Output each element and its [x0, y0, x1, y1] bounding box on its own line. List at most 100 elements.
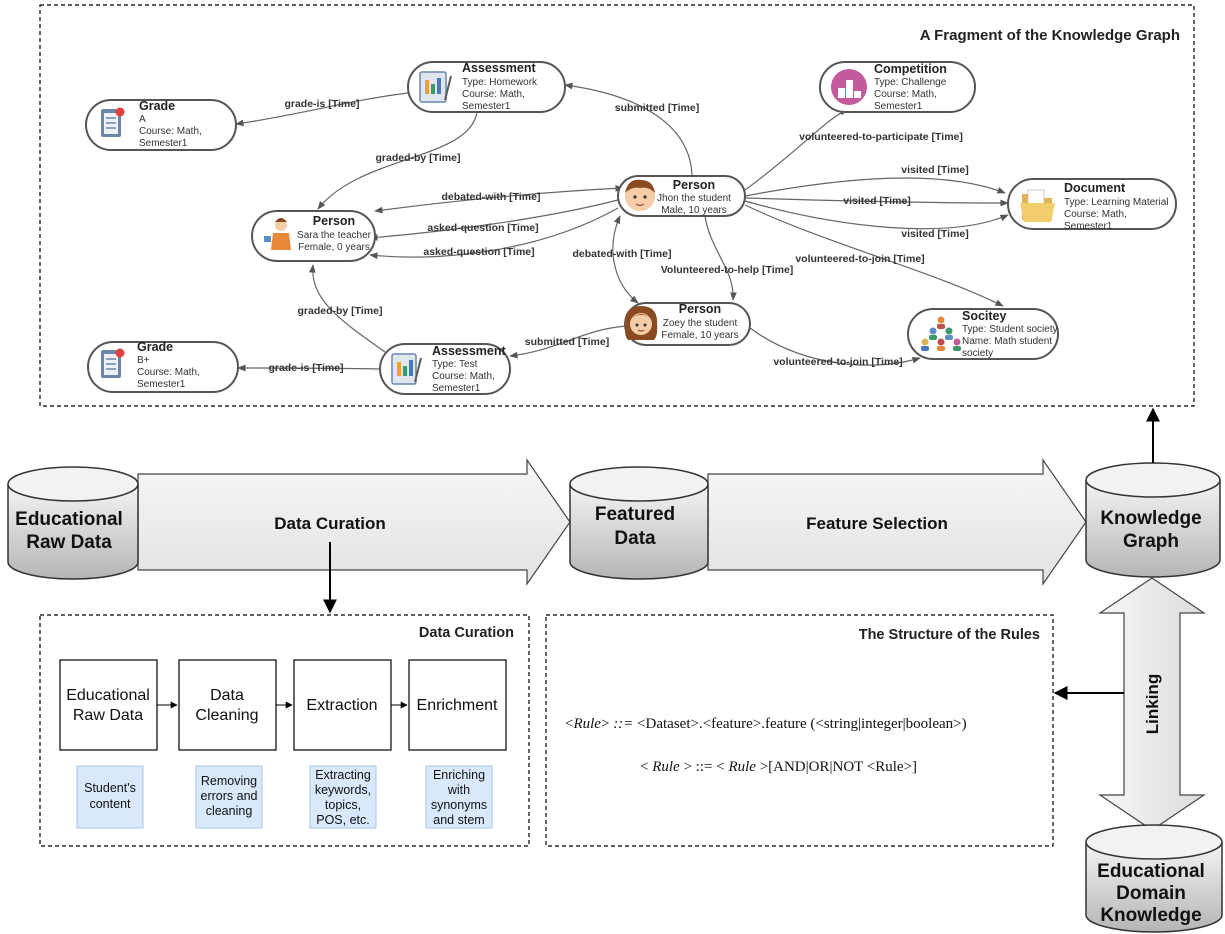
edge-label-asked-question-1: asked-question [Time] [427, 222, 538, 234]
note-text: errors and [201, 789, 258, 803]
edge-visited-2 [744, 197, 1009, 207]
note-student-content [76, 765, 144, 829]
note-text: keywords, [315, 783, 371, 797]
step-box-raw-data [59, 659, 158, 751]
edge-label-debated-with-2: debated-with [Time] [573, 248, 672, 260]
note-text: cleaning [206, 804, 253, 818]
data-curation-arrow: Data Curation [137, 458, 571, 586]
edge-label-submitted-2: submitted [Time] [525, 336, 609, 348]
cylinder-raw-data: Educational Raw Data [7, 466, 139, 580]
node-line: Zoey the student [663, 318, 738, 329]
node-title: Person [679, 302, 721, 316]
folder-icon [1020, 189, 1055, 222]
note-text: topics, [325, 798, 361, 812]
step-label: Enrichment [417, 697, 498, 714]
edge-label-graded-by-1: graded-by [Time] [376, 152, 461, 164]
grade-icon [101, 107, 125, 137]
knowledge-graph-panel: A Fragment of the Knowledge Graph [39, 4, 1195, 407]
node-line: Jhon the student [657, 193, 731, 204]
note-text: content [89, 797, 131, 811]
edge-label-asked-question-2: asked-question [Time] [423, 246, 534, 258]
node-person-jhon: Person Jhon the student Male, 10 years [617, 175, 746, 217]
rule-definition-2: < Rule > ::= < Rule >[AND|OR|NOT <Rule>] [640, 759, 917, 775]
knowledge-graph-frame [39, 4, 1195, 407]
edge-label-visited-3: visited [Time] [901, 228, 969, 240]
cylinder-label: Data [614, 528, 656, 549]
cylinder-label: Educational [1097, 861, 1205, 882]
linking-arrow: Linking [1098, 577, 1206, 831]
edge-volunteered-help [704, 215, 737, 301]
step-box-enrichment [408, 659, 507, 751]
node-society: Socitey Type: Student society Name: Math… [907, 308, 1059, 360]
node-title: Competition [874, 62, 947, 76]
node-line: Semester1 [1064, 221, 1113, 232]
teacher-avatar-icon [264, 218, 291, 250]
edge-submitted-2 [509, 325, 627, 359]
girl-avatar-icon [624, 306, 658, 340]
node-line: society [962, 348, 993, 359]
grade-icon [101, 348, 125, 378]
feature-selection-arrow: Feature Selection [707, 458, 1087, 586]
node-line: Semester1 [874, 101, 923, 112]
note-extracting [309, 765, 377, 829]
assessment-icon [419, 71, 452, 103]
node-line: Type: Homework [462, 77, 538, 88]
node-line: Semester1 [462, 101, 511, 112]
kg-edges: grade-is [Time] submitted [Time] volunte… [235, 82, 1009, 374]
edge-graded-by-1 [317, 111, 478, 210]
edge-graded-by-2 [309, 264, 386, 353]
assessment-icon [391, 353, 422, 385]
node-assessment-homework: Assessment Type: Homework Course: Math, … [407, 61, 566, 113]
note-text: with [447, 783, 470, 797]
node-title: Assessment [432, 344, 506, 358]
cylinder-label: Educational [15, 509, 123, 530]
boy-avatar-icon [625, 179, 655, 211]
node-line: Course: Math, [874, 89, 937, 100]
node-line: Type: Student society [962, 324, 1058, 335]
note-text: synonyms [431, 798, 487, 812]
edge-label-graded-by-2: graded-by [Time] [298, 305, 383, 317]
step-label: Raw Data [73, 707, 143, 724]
node-line: Sara the teacher [297, 230, 372, 241]
node-assessment-test: Assessment Type: Test Course: Math, Seme… [379, 343, 511, 395]
cylinder-featured-data: Featured Data [569, 466, 709, 580]
note-text: POS, etc. [316, 813, 370, 827]
edge-label-debated-with-1: debated-with [Time] [442, 191, 541, 203]
node-line: Course: Math, [432, 371, 495, 382]
data-curation-panel: Data Curation Educational Raw Data Data … [39, 614, 530, 847]
edge-label-volunteered-help: Volunteered-to-help [Time] [661, 264, 794, 276]
node-grade-b: Grade B+ Course: Math, Semester1 [87, 340, 239, 393]
node-title: Grade [137, 340, 173, 354]
data-curation-arrow-label: Data Curation [274, 514, 385, 533]
node-title: Person [673, 178, 715, 192]
note-text: Removing [201, 774, 257, 788]
node-title: Assessment [462, 61, 536, 75]
node-person-zoey: Person Zoey the student Female, 10 years [624, 302, 751, 346]
node-competition: Competition Type: Challenge Course: Math… [819, 61, 976, 113]
edge-volunteered-participate [744, 108, 849, 191]
edge-volunteered-join-2 [749, 327, 921, 366]
edge-label-visited-2: visited [Time] [843, 195, 911, 207]
edge-label-volunteered-participate: volunteered-to-participate [Time] [799, 131, 963, 143]
edge-debated-with-2 [612, 215, 639, 304]
node-line: Semester1 [139, 138, 188, 149]
cylinder-knowledge-graph: Knowledge Graph [1085, 462, 1221, 578]
node-title: Grade [139, 99, 175, 113]
edge-label-volunteered-join-1: volunteered-to-join [Time] [795, 253, 924, 265]
rule-definition-1: <Rule> ::= <Dataset>.<feature>.feature (… [565, 716, 967, 732]
node-person-sara: Person Sara the teacher Female, 0 years [251, 210, 376, 262]
node-line: Course: Math, [462, 89, 525, 100]
cylinder-label: Knowledge [1100, 905, 1201, 926]
cylinder-label: Domain [1116, 883, 1186, 904]
edge-volunteered-join-1 [744, 204, 1004, 307]
cylinder-label: Raw Data [26, 532, 112, 553]
linking-arrow-label: Linking [1143, 674, 1162, 734]
edge-grade-is-1 [235, 92, 409, 127]
note-text: Student's [84, 781, 136, 795]
node-line: Course: Math, [139, 126, 202, 137]
node-line: Semester1 [137, 379, 186, 390]
note-text: and stem [433, 813, 484, 827]
cylinder-label: Featured [595, 504, 675, 525]
edge-label-grade-is-1: grade-is [Time] [284, 98, 359, 110]
